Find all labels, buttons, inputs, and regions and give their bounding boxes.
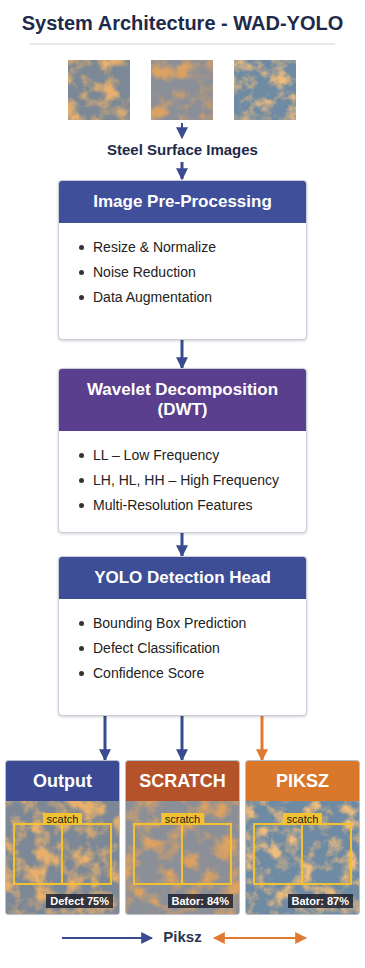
bullet-row: Defect Classification <box>79 640 292 656</box>
box-heading: Wavelet Decomposition (DWT) <box>87 380 278 419</box>
steel-photo-ground <box>6 800 119 914</box>
steel-photo-ground <box>234 60 296 120</box>
bullet-row: LL – Low Frequency <box>79 447 292 463</box>
defect-tag: scatch <box>43 813 83 825</box>
steel-photo-ground <box>68 60 130 120</box>
bullet-dot <box>79 478 84 483</box>
defect-tag: scatch <box>283 813 323 825</box>
rust-texture <box>234 60 296 120</box>
label-line: Piksz <box>0 928 365 945</box>
box-heading: SCRATCH <box>139 771 226 792</box>
result-panel: PIKSZ scatchBator: 87% <box>245 760 360 915</box>
bullet-dot <box>79 646 84 651</box>
bullet-row: Confidence Score <box>79 665 292 681</box>
bullet-text: Bounding Box Prediction <box>93 615 246 631</box>
image-area: scatchDefect 75% <box>6 801 119 914</box>
bounding-box-divider <box>61 824 63 884</box>
bullet-dot <box>79 270 84 275</box>
steel-photo <box>151 60 213 120</box>
confidence-score: Bator: 84% <box>168 894 233 908</box>
caption-label: Steel Surface Images <box>104 141 261 158</box>
caption-label: Piksz <box>160 928 204 945</box>
rust-texture <box>151 60 213 120</box>
flow-arrow <box>181 340 184 368</box>
box-heading: Output <box>33 771 92 792</box>
header-band: SCRATCH <box>126 761 239 801</box>
flow-arrow <box>181 533 184 556</box>
flow-arrow <box>62 937 152 939</box>
bullet-text: Defect Classification <box>93 640 220 656</box>
bullet-dot <box>79 453 84 458</box>
detection-image <box>126 800 239 914</box>
box-heading: YOLO Detection Head <box>94 568 271 587</box>
bullet-row: LH, HL, HH – High Frequency <box>79 472 292 488</box>
diagram-title: System Architecture - WAD-YOLO <box>0 12 365 35</box>
header-band: YOLO Detection Head <box>59 557 306 599</box>
steel-photo <box>234 60 296 120</box>
header-band: Wavelet Decomposition (DWT) <box>59 369 306 431</box>
rust-texture <box>68 60 130 120</box>
process-box: Image Pre-ProcessingResize & NormalizeNo… <box>58 180 307 340</box>
bullet-text: Multi-Resolution Features <box>93 497 253 513</box>
image-area: scatchBator: 87% <box>246 801 359 914</box>
header-band: Image Pre-Processing <box>59 181 306 223</box>
bullet-dot <box>79 671 84 676</box>
bullet-row: Bounding Box Prediction <box>79 615 292 631</box>
bounding-box-divider <box>181 824 183 884</box>
box-body: Resize & NormalizeNoise ReductionData Au… <box>59 223 306 324</box>
bullet-text: LL – Low Frequency <box>93 447 219 463</box>
confidence-score: Bator: 87% <box>288 894 353 908</box>
image-area: scratchBator: 84% <box>126 801 239 914</box>
bounding-box <box>14 824 111 884</box>
bullet-text: Resize & Normalize <box>93 239 216 255</box>
flow-arrow <box>181 162 184 179</box>
flow-arrow <box>181 123 183 138</box>
bounding-box-divider <box>301 824 303 884</box>
bullet-row: Data Augmentation <box>79 289 292 305</box>
rust-texture <box>6 800 119 914</box>
label-line: Steel Surface Images <box>0 141 365 158</box>
bullet-row: Multi-Resolution Features <box>79 497 292 513</box>
bullet-text: LH, HL, HH – High Frequency <box>93 472 279 488</box>
flow-arrow <box>104 716 107 760</box>
header-band: PIKSZ <box>246 761 359 801</box>
bullet-dot <box>79 503 84 508</box>
steel-photo-ground <box>246 800 359 914</box>
bullet-dot <box>79 295 84 300</box>
rust-texture <box>246 800 359 914</box>
steel-photo-ground <box>126 800 239 914</box>
confidence-score: Defect 75% <box>46 894 113 908</box>
flow-arrow <box>181 716 184 760</box>
process-box: YOLO Detection HeadBounding Box Predicti… <box>58 556 307 716</box>
steel-photo-ground <box>151 60 213 120</box>
bullet-row: Resize & Normalize <box>79 239 292 255</box>
process-box: Wavelet Decomposition (DWT) LL – Low Freq… <box>58 368 307 533</box>
result-panel: Output scatchDefect 75% <box>5 760 120 915</box>
bounding-box <box>134 824 231 884</box>
bullet-dot <box>79 245 84 250</box>
flow-arrow <box>261 716 264 760</box>
box-body: Bounding Box PredictionDefect Classifica… <box>59 599 306 700</box>
flow-arrow <box>214 937 306 939</box>
bullet-text: Noise Reduction <box>93 264 196 280</box>
detection-image <box>246 800 359 914</box>
box-heading: Image Pre-Processing <box>93 192 272 211</box>
steel-photo <box>68 60 130 120</box>
bounding-box <box>254 824 351 884</box>
defect-tag: scratch <box>161 813 204 825</box>
bullet-dot <box>79 621 84 626</box>
box-heading: PIKSZ <box>276 771 329 792</box>
box-body: LL – Low FrequencyLH, HL, HH – High Freq… <box>59 431 306 532</box>
result-panel: SCRATCH scratchBator: 84% <box>125 760 240 915</box>
bullet-text: Data Augmentation <box>93 289 212 305</box>
bullet-row: Noise Reduction <box>79 264 292 280</box>
bullet-text: Confidence Score <box>93 665 204 681</box>
detection-image <box>6 800 119 914</box>
title-rule <box>30 44 335 45</box>
rust-texture <box>126 800 239 914</box>
header-band: Output <box>6 761 119 801</box>
